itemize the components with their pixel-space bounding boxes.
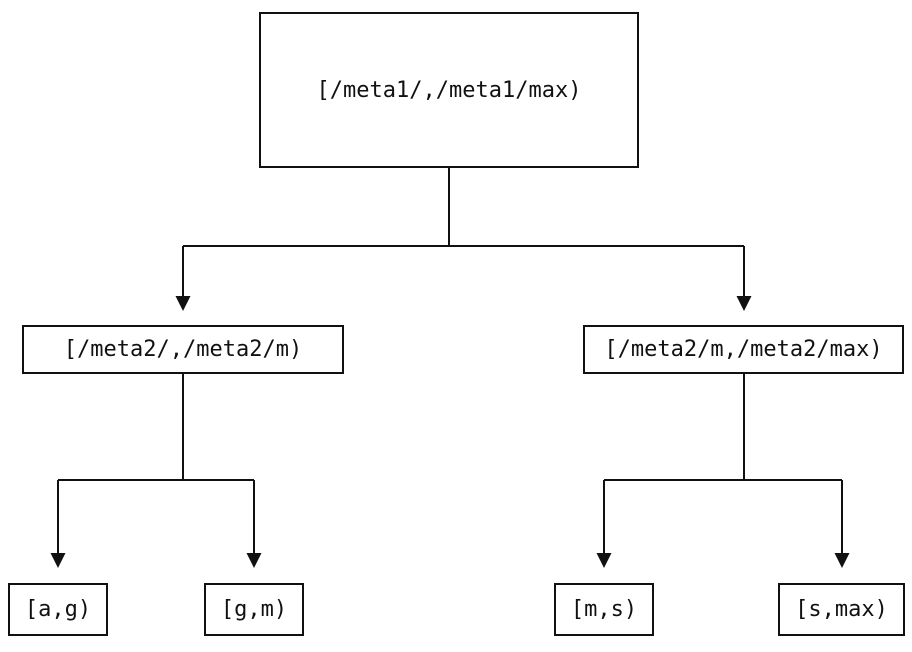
arrowhead-leaf-ag [50, 553, 66, 568]
edge-root-to-level2 [175, 168, 752, 311]
tree-node-level2-right-label: [/meta2/m,/meta2/max) [604, 337, 883, 362]
tree-node-root: [/meta1/,/meta1/max) [259, 12, 639, 168]
tree-node-leaf-ag-label: [a,g) [24, 597, 92, 622]
tree-node-leaf-ms: [m,s) [554, 583, 654, 636]
edge-level2-left-to-leaves [50, 374, 262, 568]
tree-node-leaf-ag: [a,g) [8, 583, 108, 636]
edge-level2-right-to-leaves [596, 374, 850, 568]
arrowhead-leaf-smax [834, 553, 850, 568]
tree-node-leaf-gm-label: [g,m) [220, 597, 288, 622]
tree-node-leaf-gm: [g,m) [204, 583, 304, 636]
arrowhead-leaf-ms [596, 553, 612, 568]
arrowhead-level2-left [175, 296, 191, 311]
tree-node-leaf-smax: [s,max) [778, 583, 905, 636]
tree-node-level2-right: [/meta2/m,/meta2/max) [583, 325, 904, 374]
tree-node-level2-left-label: [/meta2/,/meta2/m) [63, 337, 303, 362]
arrowhead-leaf-gm [246, 553, 262, 568]
tree-node-level2-left: [/meta2/,/meta2/m) [22, 325, 344, 374]
tree-node-root-label: [/meta1/,/meta1/max) [316, 77, 582, 103]
tree-node-leaf-ms-label: [m,s) [570, 597, 638, 622]
tree-node-leaf-smax-label: [s,max) [795, 597, 888, 622]
arrowhead-level2-right [736, 296, 752, 311]
